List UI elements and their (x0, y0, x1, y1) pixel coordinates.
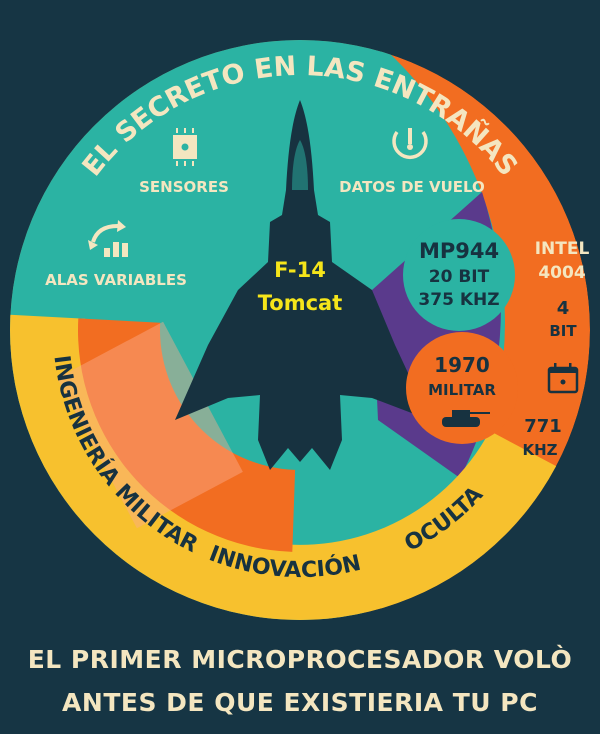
footer-line-2: ANTES DE QUE EXISTIERIA TU PC (62, 688, 538, 717)
left-orange-band (77, 318, 296, 552)
swing-bars-icon (88, 220, 128, 257)
intel-clock-number: 771 (524, 416, 562, 437)
mp944-clock: 375 KHZ (418, 290, 499, 310)
mp944-badge (403, 219, 515, 331)
aircraft-name-line2: Tomcat (258, 291, 343, 315)
year-badge (406, 332, 518, 444)
calendar-icon (547, 363, 579, 394)
mp944-bits: 20 BIT (429, 267, 490, 287)
f14-silhouette (175, 100, 430, 470)
yellow-band (10, 314, 565, 620)
intel-name-line1: INTEL (535, 239, 590, 259)
aircraft-name-line1: F-14 (274, 258, 326, 282)
intel-bits-number: 4 (557, 298, 570, 319)
sensors-label: SENSORES (139, 178, 229, 196)
intel-clock-unit: KHZ (522, 441, 557, 459)
tank-icon (442, 410, 490, 427)
military-text: MILITAR (428, 381, 496, 399)
mp944-name: MP944 (419, 239, 499, 263)
intel-bits-label: BIT (549, 322, 577, 340)
variable-wings-label: ALAS VARIABLES (45, 271, 187, 289)
year-text: 1970 (434, 353, 490, 377)
cockpit-canopy (292, 140, 308, 190)
footer-line-1: EL PRIMER MICROPROCESADOR VOLÒ (27, 645, 573, 674)
highlight-overlay (57, 321, 243, 529)
chip-icon (173, 128, 197, 166)
intel-name-line2: 4004 (538, 263, 585, 283)
flight-data-label: DATOS DE VUELO (339, 178, 485, 196)
gauge-icon (392, 128, 428, 160)
